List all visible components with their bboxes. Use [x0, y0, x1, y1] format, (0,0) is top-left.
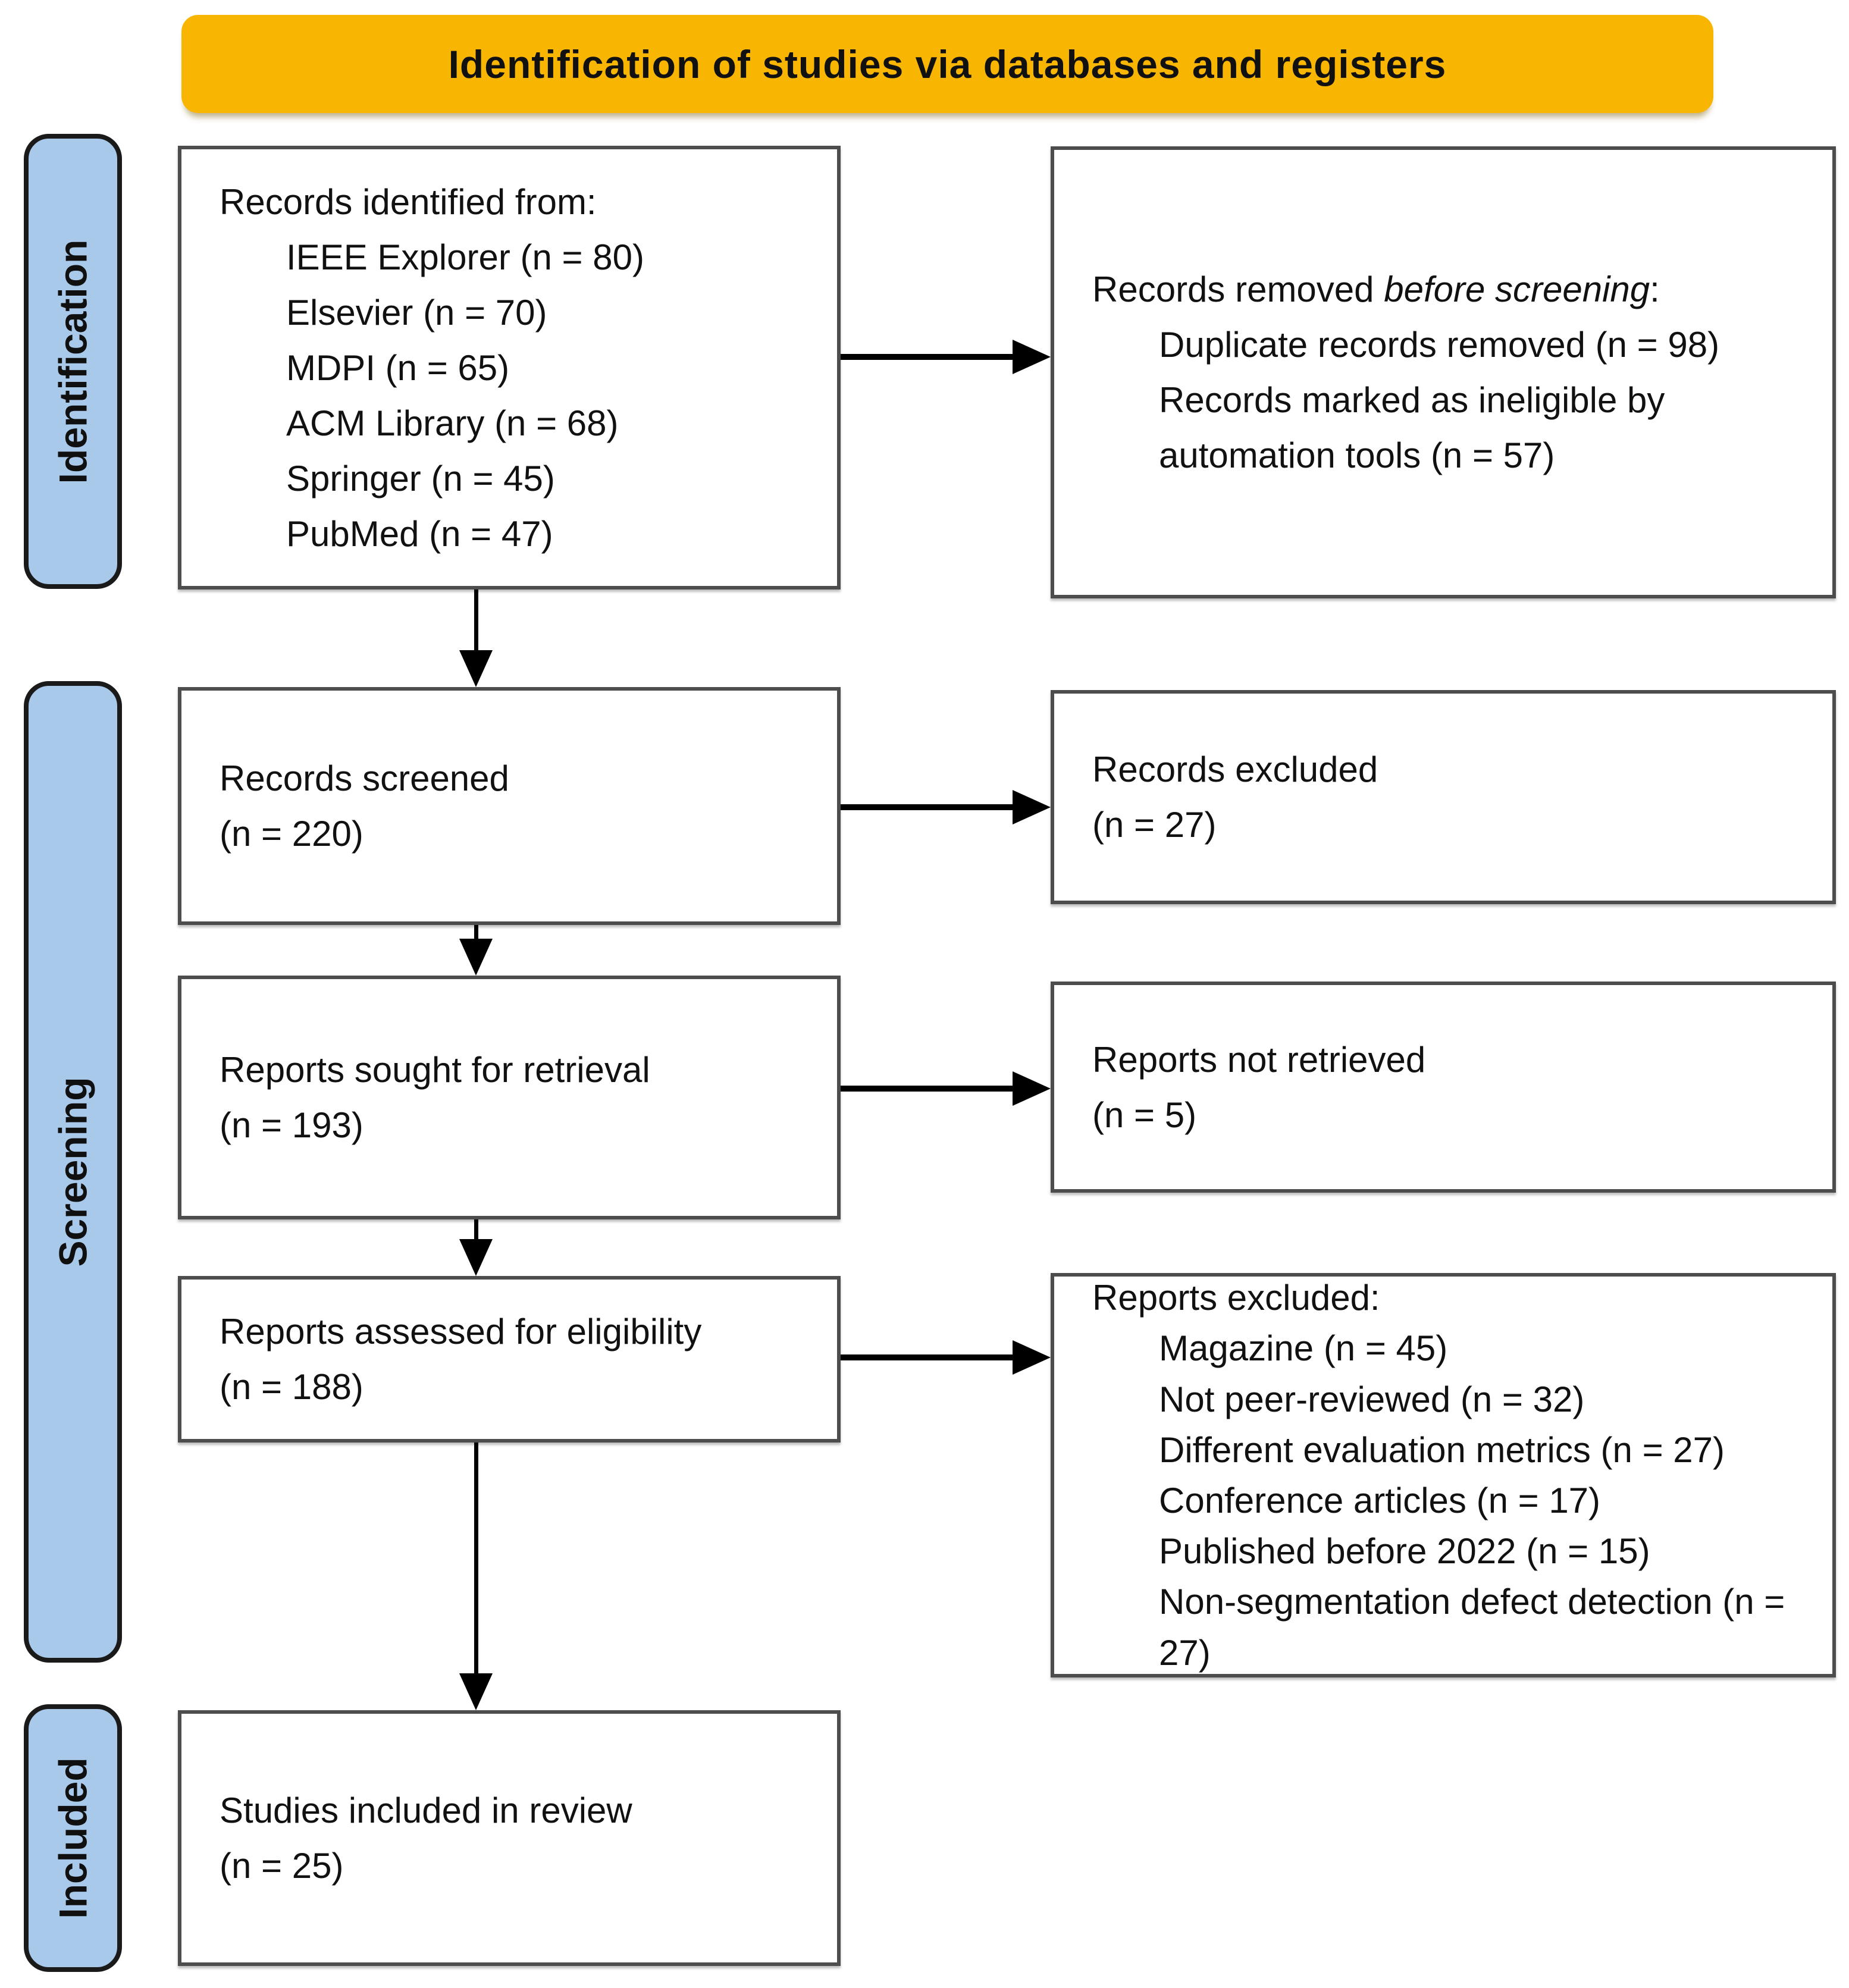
box-item: Conference articles (n = 17) [1159, 1481, 1601, 1520]
box-item: Magazine (n = 45) [1159, 1328, 1448, 1369]
arrow-sought-to-assessed-head [459, 1239, 493, 1276]
arrow-identified-to-removed-head [1013, 340, 1051, 374]
box-reports-excluded: Reports excluded: Magazine (n = 45) Not … [1051, 1273, 1836, 1677]
box-count: (n = 5) [1092, 1095, 1197, 1135]
stage-label-identification: Identification [51, 239, 95, 484]
box-records-excluded: Records excluded (n = 27) [1051, 690, 1836, 904]
arrow-screened-to-excluded-head [1013, 790, 1051, 824]
box-title: Records removed before screening: [1092, 262, 1809, 317]
stage-pill-included: Included [24, 1704, 122, 1972]
box-count: (n = 25) [220, 1846, 344, 1886]
box-item: Records marked as ineligible by automati… [1159, 380, 1665, 475]
box-item: MDPI (n = 65) [286, 347, 510, 388]
stage-label-screening: Screening [51, 1077, 95, 1267]
box-item: Springer (n = 45) [286, 458, 555, 498]
arrow-identified-to-screened-line [474, 589, 478, 651]
box-label: Records screened [220, 758, 509, 798]
box-count: (n = 27) [1092, 805, 1217, 845]
arrow-screened-to-sought-head [459, 939, 493, 976]
box-label: Studies included in review [220, 1791, 632, 1830]
arrow-assessed-to-reportsexcluded-line [841, 1354, 1015, 1360]
arrow-assessed-to-included-line [474, 1443, 478, 1675]
box-count: (n = 193) [220, 1105, 363, 1145]
box-item: Elsevier (n = 70) [286, 292, 547, 333]
box-count: (n = 220) [220, 814, 363, 854]
box-title: Reports excluded: [1092, 1278, 1380, 1318]
box-item: PubMed (n = 47) [286, 513, 553, 554]
box-studies-included: Studies included in review (n = 25) [178, 1710, 841, 1966]
arrow-screened-to-excluded-line [841, 804, 1015, 810]
box-records-identified: Records identified from: IEEE Explorer (… [178, 146, 841, 589]
box-item: Published before 2022 (n = 15) [1159, 1531, 1650, 1572]
box-label: Reports not retrieved [1092, 1039, 1426, 1080]
box-count: (n = 188) [220, 1367, 363, 1407]
box-reports-not-retrieved: Reports not retrieved (n = 5) [1051, 982, 1836, 1193]
arrow-screened-to-sought-line [474, 925, 478, 940]
title-banner: Identification of studies via databases … [181, 15, 1713, 113]
box-item: IEEE Explorer (n = 80) [286, 237, 644, 277]
box-label: Reports assessed for eligibility [220, 1312, 702, 1352]
box-item: ACM Library (n = 68) [286, 403, 619, 443]
arrow-sought-to-notretrieved-head [1013, 1071, 1051, 1106]
box-records-screened: Records screened (n = 220) [178, 687, 841, 925]
box-title-suffix: : [1650, 269, 1660, 309]
box-item: Different evaluation metrics (n = 27) [1159, 1429, 1725, 1470]
box-label: Records excluded [1092, 750, 1378, 789]
arrow-identified-to-removed-line [841, 354, 1015, 360]
box-title-italic: before screening [1384, 269, 1650, 309]
box-label: Reports sought for retrieval [220, 1050, 650, 1090]
arrow-assessed-to-included-head [459, 1673, 493, 1710]
box-title: Records identified from: [220, 181, 597, 222]
arrow-sought-to-notretrieved-line [841, 1086, 1015, 1092]
box-title-prefix: Records removed [1092, 269, 1384, 309]
box-item: Duplicate records removed (n = 98) [1159, 325, 1720, 365]
box-item: Not peer-reviewed (n = 32) [1159, 1379, 1585, 1419]
diagram-title: Identification of studies via databases … [448, 42, 1447, 86]
stage-label-included: Included [51, 1757, 95, 1919]
stage-pill-identification: Identification [24, 134, 122, 589]
box-reports-assessed: Reports assessed for eligibility (n = 18… [178, 1276, 841, 1443]
box-reports-sought: Reports sought for retrieval (n = 193) [178, 976, 841, 1219]
box-records-removed: Records removed before screening: Duplic… [1051, 146, 1836, 598]
arrow-sought-to-assessed-line [474, 1219, 478, 1240]
box-item: Non-segmentation defect detection (n = 2… [1159, 1582, 1785, 1673]
arrow-identified-to-screened-head [459, 650, 493, 687]
arrow-assessed-to-reportsexcluded-head [1013, 1340, 1051, 1375]
stage-pill-screening: Screening [24, 681, 122, 1663]
